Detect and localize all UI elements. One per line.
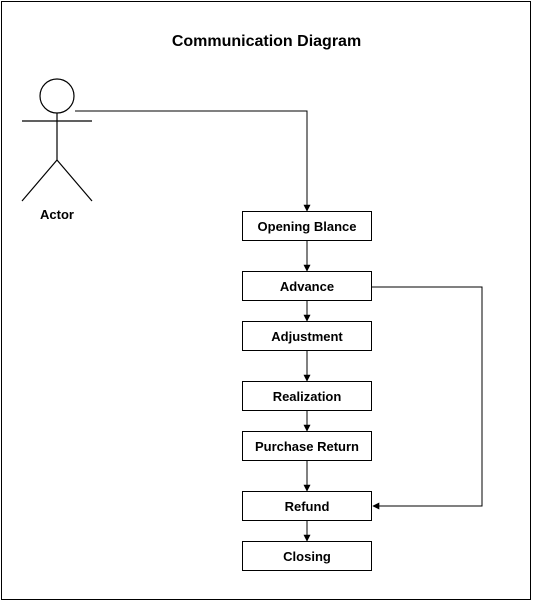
actor-head xyxy=(39,78,75,114)
node-realization: Realization xyxy=(242,381,372,411)
edge-advance-to-refund xyxy=(372,286,483,510)
node-advance: Advance xyxy=(242,271,372,301)
node-refund: Refund xyxy=(242,491,372,521)
actor-right-leg xyxy=(56,159,93,202)
node-purchase-return: Purchase Return xyxy=(242,431,372,461)
node-opening-balance: Opening Blance xyxy=(242,211,372,241)
actor-left-leg xyxy=(21,159,58,202)
edge-actor-to-opening xyxy=(75,110,311,212)
actor-figure xyxy=(21,78,93,202)
node-adjustment: Adjustment xyxy=(242,321,372,351)
diagram-title: Communication Diagram xyxy=(171,33,362,50)
actor-label: Actor xyxy=(40,207,74,222)
node-closing: Closing xyxy=(242,541,372,571)
